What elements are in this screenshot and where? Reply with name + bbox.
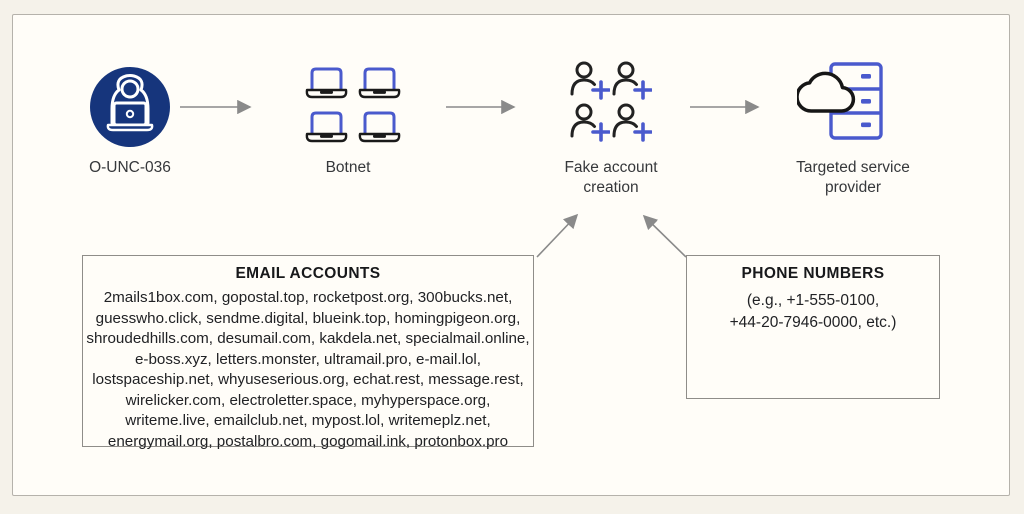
- laptop-icon: [305, 67, 348, 99]
- node-botnet-label: Botnet: [325, 159, 371, 176]
- node-fake-label-line1: Fake account: [564, 159, 658, 176]
- person-plus-grid-icon: [570, 61, 652, 144]
- email-accounts-title: EMAIL ACCOUNTS: [235, 265, 381, 282]
- phone-line: (e.g., +1-555-0100,: [746, 292, 880, 309]
- phone-numbers-list: (e.g., +1-555-0100, +44-20-7946-0000, et…: [730, 290, 897, 333]
- person-plus-icon: [612, 61, 652, 100]
- email-line: lostspaceship.net, whyuseserious.org, ec…: [92, 371, 524, 388]
- node-fake-label-line2: creation: [583, 179, 639, 196]
- node-provider-label: Targeted service provider: [790, 158, 916, 198]
- laptop-grid-icon: [303, 63, 403, 145]
- email-line: energymail.org, postalbro.com, gogomail.…: [107, 432, 509, 450]
- laptop-icon: [305, 111, 348, 143]
- phone-numbers-box: PHONE NUMBERS (e.g., +1-555-0100, +44-20…: [686, 255, 940, 399]
- hacker-in-hoodie-icon: [90, 67, 170, 147]
- node-provider-label-line1: Targeted service: [796, 159, 910, 176]
- node-fake-label: Fake account creation: [550, 158, 672, 198]
- person-plus-icon: [612, 103, 652, 142]
- email-line: 2mails1box.com, gopostal.top, rocketpost…: [103, 289, 513, 306]
- laptop-icon: [358, 67, 401, 99]
- email-line: shroudedhills.com, desumail.com, kakdela…: [86, 330, 530, 347]
- phone-line: +44-20-7946-0000, etc.): [729, 313, 897, 331]
- email-accounts-list: 2mails1box.com, gopostal.top, rocketpost…: [86, 288, 529, 452]
- cloud-server-icon: [797, 62, 883, 140]
- laptop-icon: [358, 111, 401, 143]
- email-line: e-boss.xyz, letters.monster, ultramail.p…: [134, 350, 482, 368]
- email-accounts-box: EMAIL ACCOUNTS 2mails1box.com, gopostal.…: [82, 255, 534, 450]
- node-actor-label: O-UNC-036: [89, 159, 171, 176]
- phone-numbers-title: PHONE NUMBERS: [741, 265, 885, 282]
- email-line: guesswho.click, sendme.digital, blueink.…: [95, 309, 521, 327]
- node-provider-label-line2: provider: [825, 179, 881, 196]
- person-plus-icon: [570, 61, 610, 100]
- person-plus-icon: [570, 103, 610, 142]
- email-line: wirelicker.com, electroletter.space, myh…: [125, 391, 491, 409]
- email-line: writeme.live, emailclub.net, mypost.lol,…: [125, 412, 491, 429]
